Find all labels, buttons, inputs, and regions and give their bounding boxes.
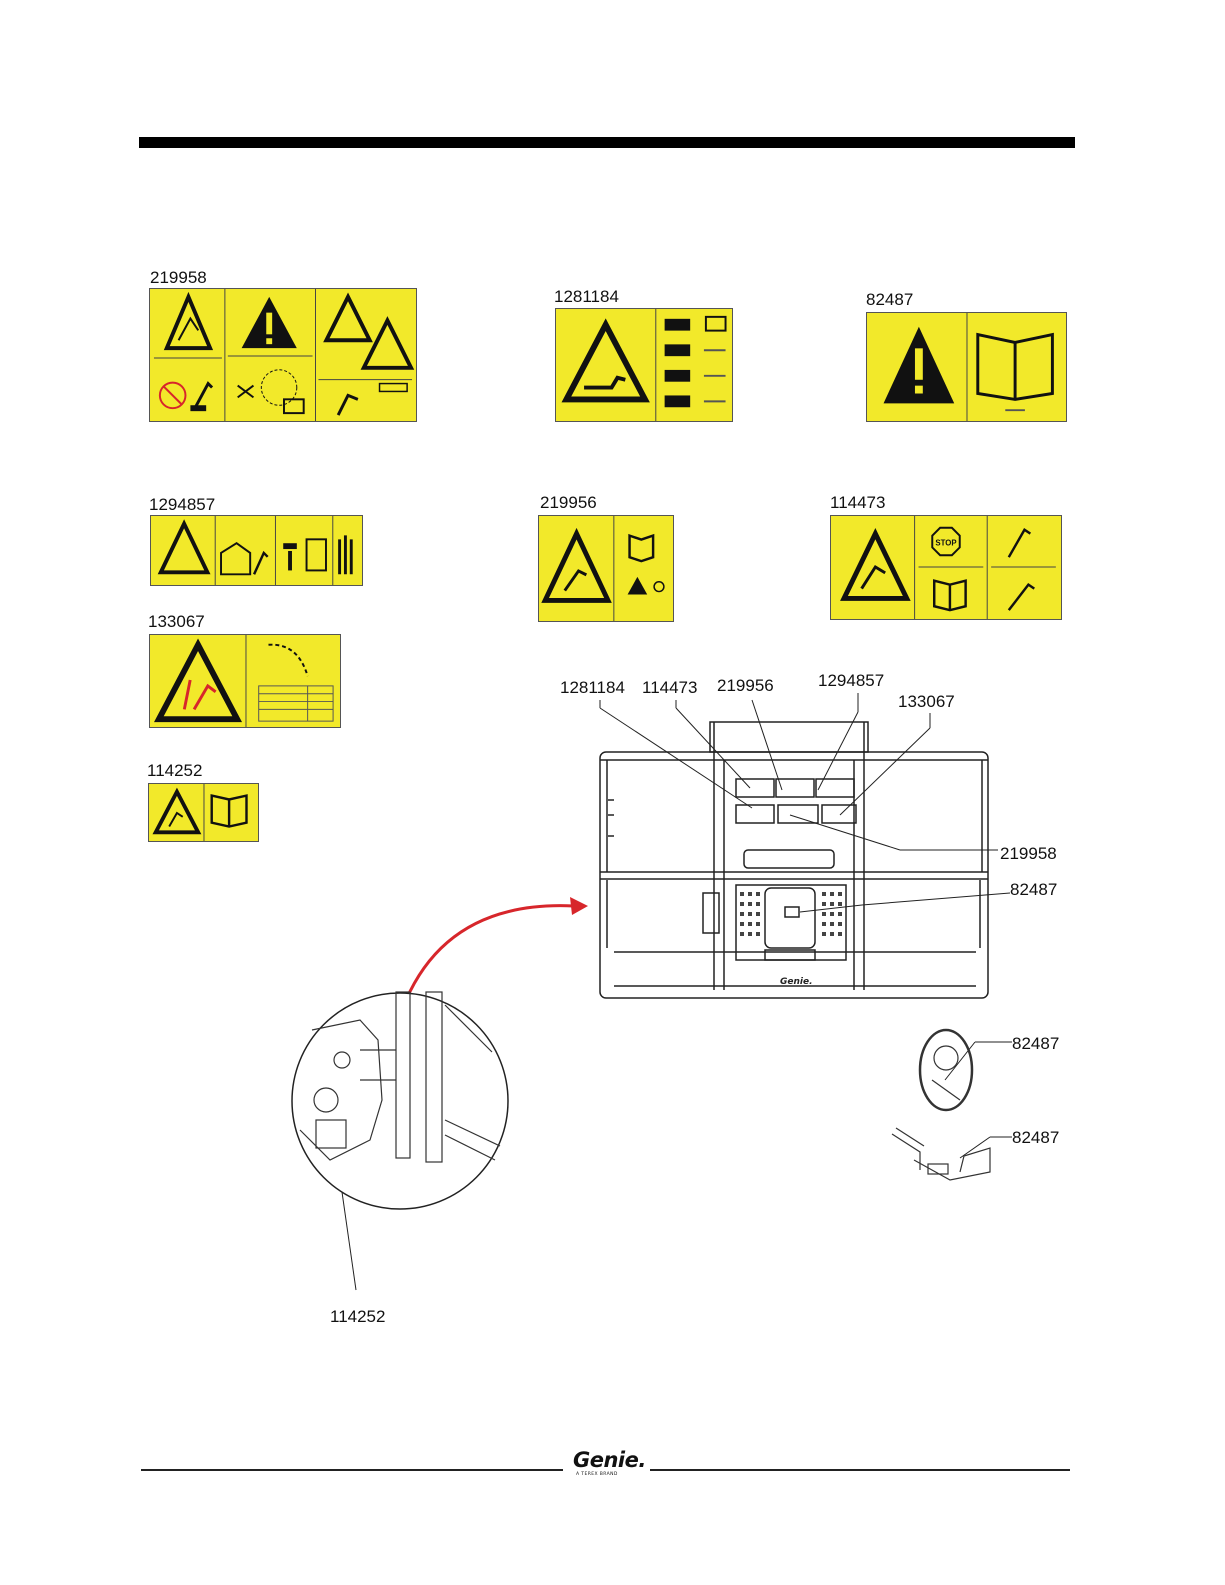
footer-rule-left	[141, 1469, 563, 1471]
decal-1294857	[150, 515, 363, 586]
decal-1281184	[555, 308, 733, 422]
decal-label-1281184: 1281184	[554, 288, 619, 306]
inset-detail	[292, 992, 508, 1209]
decal-82487-graphic	[867, 313, 1066, 421]
decal-label-114252: 114252	[147, 762, 202, 780]
decal-219958-graphic	[150, 289, 416, 421]
callout-82487-bracket: 82487	[1012, 1128, 1059, 1147]
callout-1281184: 1281184	[560, 678, 625, 697]
callout-219958: 219958	[1000, 844, 1057, 863]
detail-oval	[920, 1030, 972, 1110]
callout-133067: 133067	[898, 692, 955, 711]
header-rule	[139, 137, 1075, 148]
callout-82487-oval: 82487	[1012, 1034, 1059, 1053]
decal-label-1294857: 1294857	[149, 496, 215, 514]
decal-114473: STOP	[830, 515, 1062, 620]
decal-219956	[538, 515, 674, 622]
keypad-grid	[740, 892, 842, 936]
detail-bracket	[892, 1128, 990, 1180]
callout-82487-platform: 82487	[1010, 880, 1057, 899]
decal-1294857-graphic	[151, 516, 362, 585]
decal-label-219958: 219958	[150, 269, 207, 287]
footer-rule-right	[650, 1469, 1070, 1471]
callout-219956: 219956	[717, 676, 774, 695]
decal-1281184-graphic	[556, 309, 732, 421]
decal-133067-graphic	[150, 635, 340, 727]
decal-label-114473: 114473	[830, 494, 885, 512]
decal-133067	[149, 634, 341, 728]
decal-114473-graphic: STOP	[831, 516, 1061, 619]
decal-label-82487: 82487	[866, 291, 913, 309]
decal-219958	[149, 288, 417, 422]
decal-114252	[148, 783, 259, 842]
logo-wordmark: Genie.	[573, 1448, 646, 1472]
detail-arrow-head	[570, 897, 588, 915]
platform-logo-mark: Genie.	[780, 977, 813, 987]
callout-114473: 114473	[642, 678, 697, 697]
callout-leaders	[336, 693, 1012, 1290]
stop-sign-text: STOP	[935, 538, 956, 547]
callout-1294857: 1294857	[818, 671, 884, 690]
decal-82487	[866, 312, 1067, 422]
genie-logo: Genie. A TEREX BRAND	[573, 1448, 647, 1478]
platform-drawing	[600, 722, 988, 998]
callout-114252: 114252	[330, 1307, 385, 1326]
detail-arrow	[406, 906, 574, 1000]
decal-114252-graphic	[149, 784, 258, 841]
decal-label-133067: 133067	[148, 613, 205, 631]
decal-label-219956: 219956	[540, 494, 597, 512]
logo-tagline: A TEREX BRAND	[576, 1472, 618, 1477]
decal-219956-graphic	[539, 516, 673, 621]
